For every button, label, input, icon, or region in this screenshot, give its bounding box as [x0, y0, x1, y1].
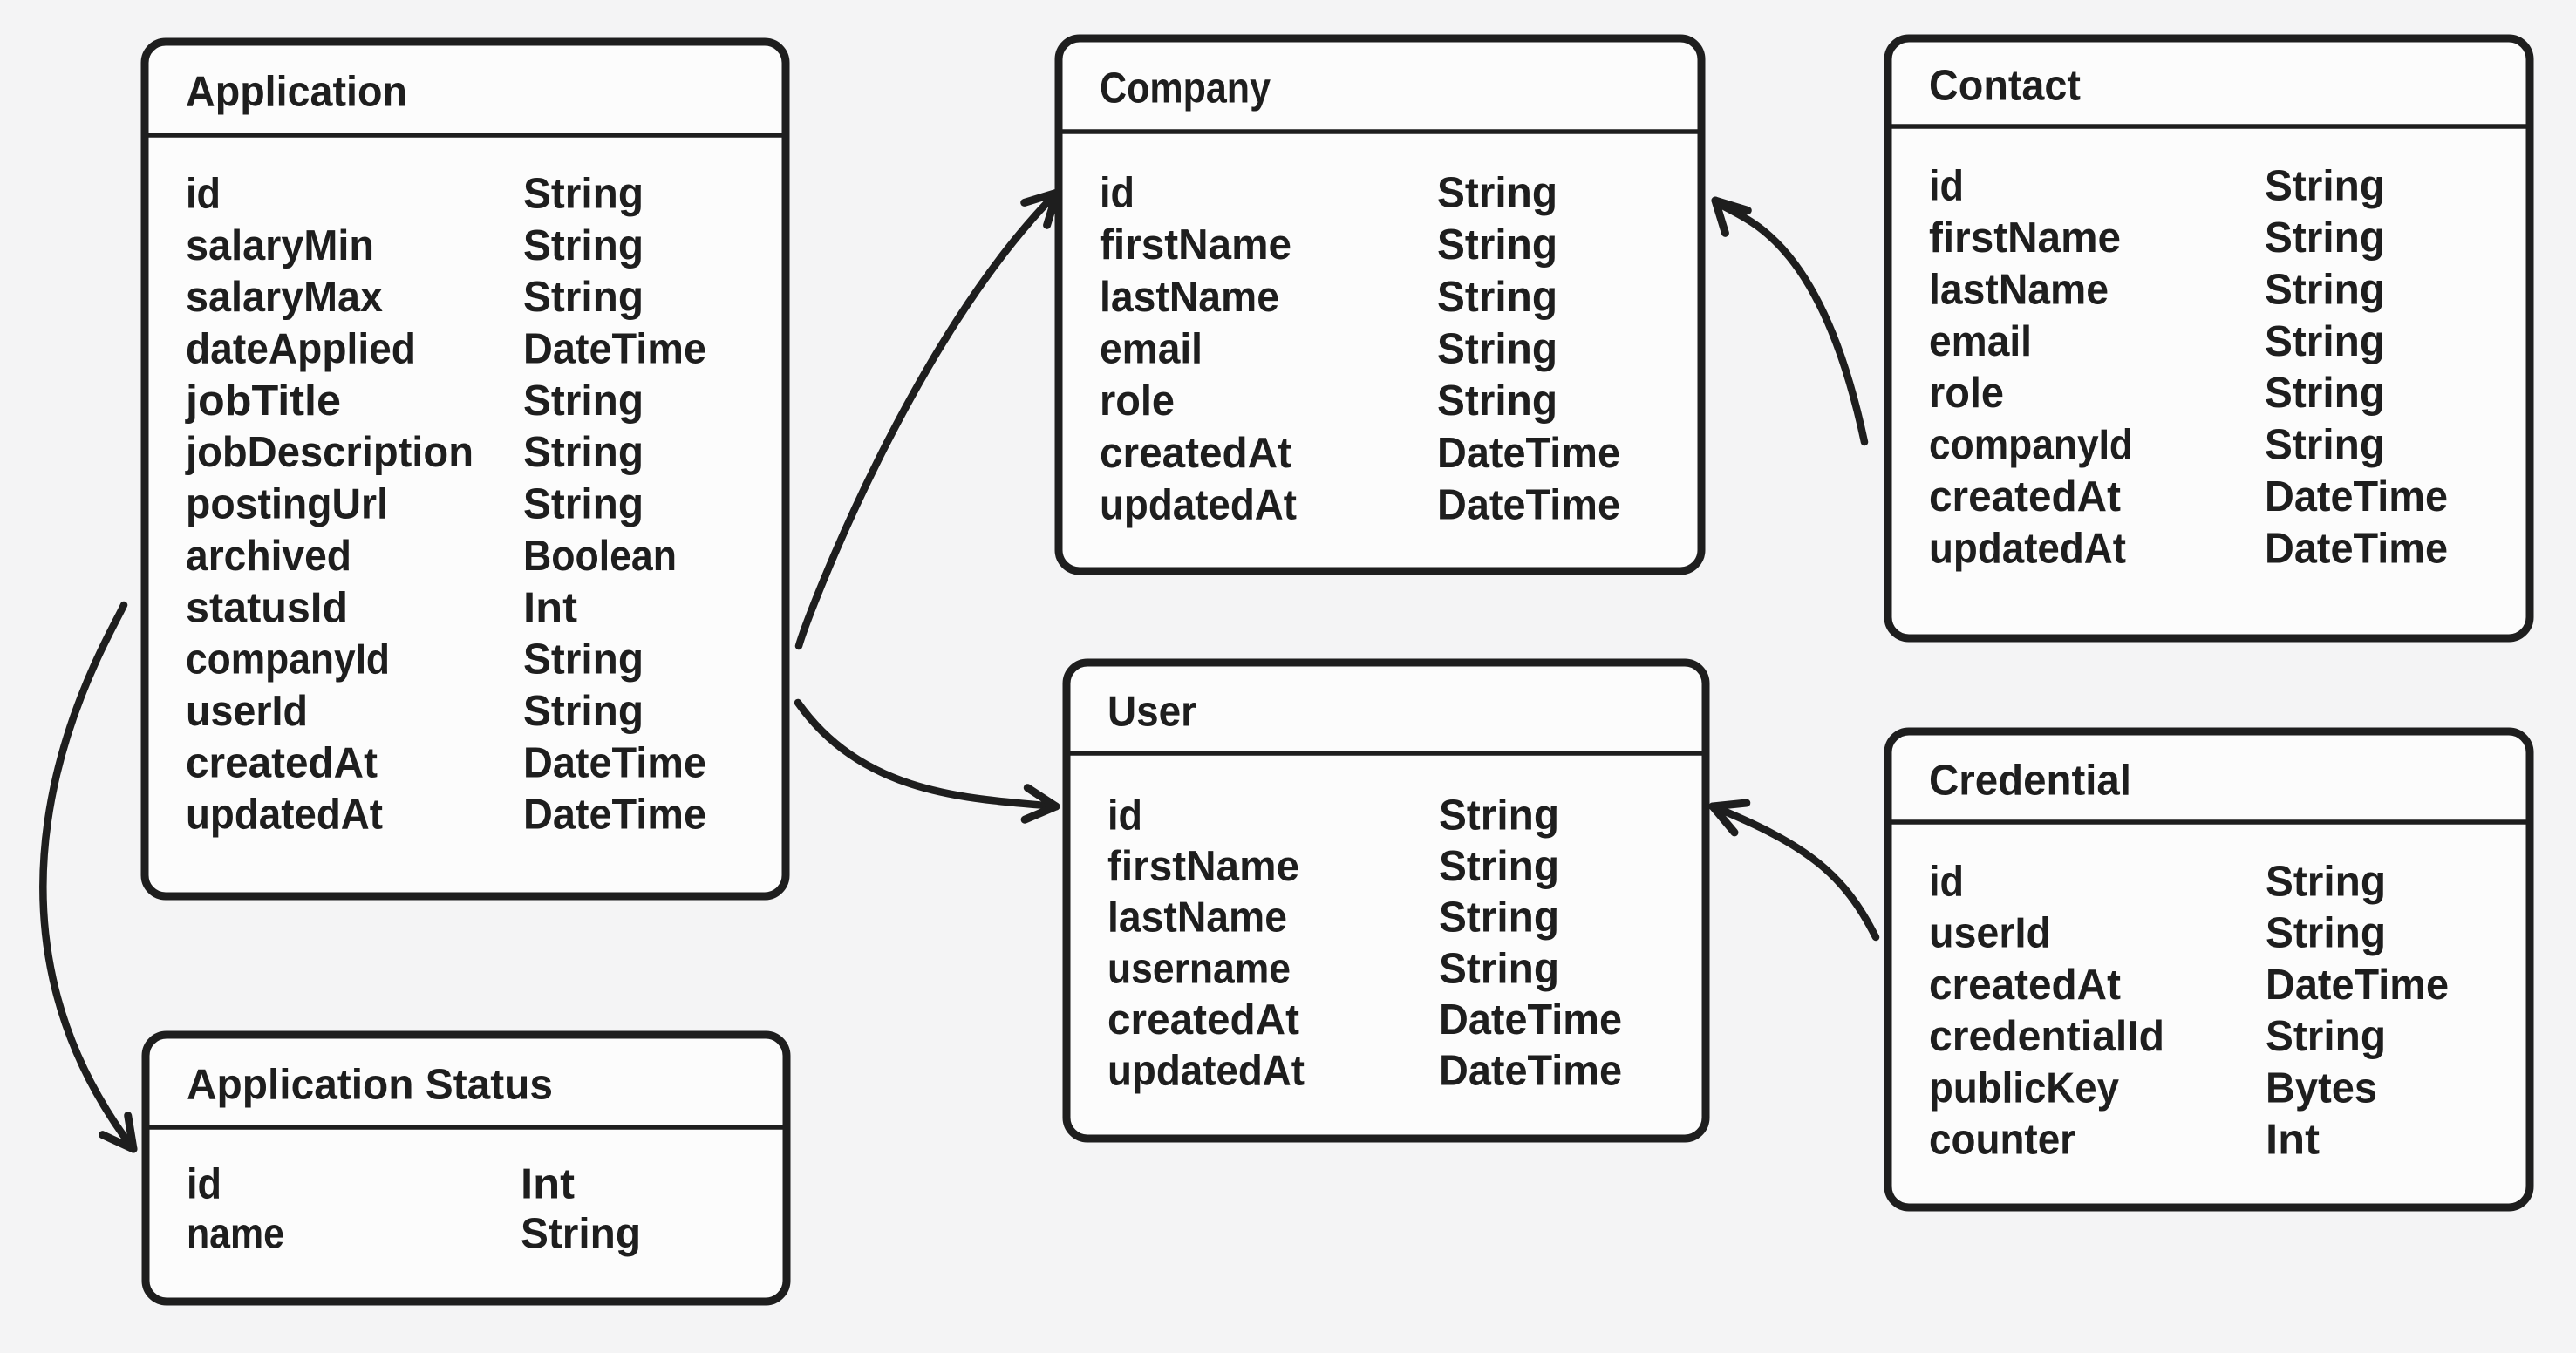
svg-text:DateTime: DateTime	[523, 739, 706, 786]
svg-text:lastName: lastName	[1107, 894, 1287, 942]
svg-text:String: String	[2265, 318, 2385, 365]
svg-text:companyId: companyId	[186, 636, 390, 683]
svg-text:id: id	[1929, 859, 1964, 906]
svg-text:updatedAt: updatedAt	[1100, 482, 1297, 529]
svg-text:email: email	[1100, 326, 1203, 373]
svg-text:String: String	[521, 1211, 641, 1258]
svg-text:String: String	[523, 481, 644, 528]
svg-text:String: String	[2265, 370, 2385, 417]
svg-text:String: String	[2265, 422, 2385, 469]
svg-text:User: User	[1107, 689, 1196, 736]
svg-text:DateTime: DateTime	[1439, 1048, 1622, 1095]
svg-text:String: String	[523, 688, 644, 735]
svg-text:DateTime: DateTime	[2265, 526, 2448, 573]
svg-text:String: String	[2266, 1013, 2386, 1060]
svg-text:Bytes: Bytes	[2266, 1064, 2377, 1112]
svg-text:String: String	[523, 222, 644, 269]
svg-text:name: name	[187, 1211, 284, 1258]
svg-text:String: String	[1439, 843, 1559, 890]
svg-text:DateTime: DateTime	[1439, 996, 1622, 1044]
svg-text:createdAt: createdAt	[1929, 473, 2121, 520]
svg-text:firstName: firstName	[1107, 843, 1299, 890]
svg-text:salaryMax: salaryMax	[186, 274, 383, 321]
svg-text:createdAt: createdAt	[1929, 962, 2121, 1009]
svg-text:username: username	[1107, 945, 1291, 992]
svg-text:lastName: lastName	[1929, 266, 2109, 313]
svg-text:userId: userId	[186, 688, 308, 735]
svg-text:String: String	[1439, 894, 1559, 942]
svg-text:email: email	[1929, 318, 2032, 365]
svg-text:DateTime: DateTime	[2265, 473, 2448, 520]
svg-text:jobDescription: jobDescription	[185, 429, 474, 476]
svg-text:companyId: companyId	[1929, 422, 2133, 469]
svg-text:statusId: statusId	[186, 584, 348, 631]
svg-text:Int: Int	[523, 584, 577, 631]
svg-text:credentialId: credentialId	[1929, 1013, 2164, 1060]
svg-text:createdAt: createdAt	[1107, 996, 1299, 1044]
svg-text:String: String	[2265, 266, 2385, 313]
svg-text:firstName: firstName	[1929, 214, 2121, 262]
svg-text:String: String	[523, 636, 644, 683]
svg-text:id: id	[1929, 163, 1964, 210]
svg-text:Int: Int	[2266, 1117, 2320, 1164]
svg-text:archived: archived	[186, 533, 351, 580]
svg-text:String: String	[1437, 377, 1557, 425]
svg-text:id: id	[1100, 170, 1135, 217]
svg-text:String: String	[1437, 221, 1557, 269]
svg-text:String: String	[523, 429, 644, 476]
svg-text:String: String	[1437, 170, 1557, 217]
svg-text:Boolean: Boolean	[523, 533, 677, 580]
svg-text:Application: Application	[186, 69, 407, 116]
svg-text:createdAt: createdAt	[1100, 430, 1291, 477]
svg-text:String: String	[1439, 945, 1559, 992]
svg-text:id: id	[187, 1161, 221, 1208]
svg-text:Int: Int	[521, 1161, 575, 1208]
svg-text:updatedAt: updatedAt	[186, 792, 383, 839]
svg-text:DateTime: DateTime	[1437, 482, 1620, 529]
svg-text:firstName: firstName	[1100, 221, 1291, 269]
svg-text:String: String	[2266, 859, 2386, 906]
svg-text:id: id	[186, 171, 221, 218]
svg-text:Application Status: Application Status	[187, 1062, 553, 1109]
svg-text:updatedAt: updatedAt	[1929, 526, 2126, 573]
svg-text:jobTitle: jobTitle	[185, 377, 341, 425]
svg-text:role: role	[1100, 377, 1175, 425]
svg-text:DateTime: DateTime	[2266, 962, 2449, 1009]
svg-text:Company: Company	[1100, 65, 1271, 112]
svg-text:DateTime: DateTime	[523, 326, 706, 373]
svg-text:String: String	[1439, 792, 1559, 840]
svg-text:role: role	[1929, 370, 2004, 417]
svg-text:salaryMin: salaryMin	[186, 222, 374, 269]
svg-text:dateApplied: dateApplied	[186, 326, 416, 373]
svg-text:Contact: Contact	[1929, 63, 2081, 110]
svg-text:postingUrl: postingUrl	[186, 481, 388, 528]
svg-text:String: String	[1437, 274, 1557, 321]
svg-text:lastName: lastName	[1100, 274, 1279, 321]
svg-text:DateTime: DateTime	[523, 792, 706, 839]
svg-text:createdAt: createdAt	[186, 739, 378, 786]
svg-text:String: String	[2265, 214, 2385, 262]
svg-text:publicKey: publicKey	[1929, 1064, 2119, 1112]
svg-text:Credential: Credential	[1929, 758, 2131, 805]
svg-text:updatedAt: updatedAt	[1107, 1048, 1305, 1095]
svg-text:id: id	[1107, 792, 1142, 840]
svg-text:String: String	[523, 171, 644, 218]
svg-text:counter: counter	[1929, 1117, 2075, 1164]
svg-text:userId: userId	[1929, 910, 2051, 957]
svg-text:String: String	[523, 377, 644, 425]
svg-text:String: String	[2266, 910, 2386, 957]
svg-text:String: String	[1437, 326, 1557, 373]
svg-text:String: String	[523, 274, 644, 321]
svg-text:DateTime: DateTime	[1437, 430, 1620, 477]
svg-text:String: String	[2265, 163, 2385, 210]
